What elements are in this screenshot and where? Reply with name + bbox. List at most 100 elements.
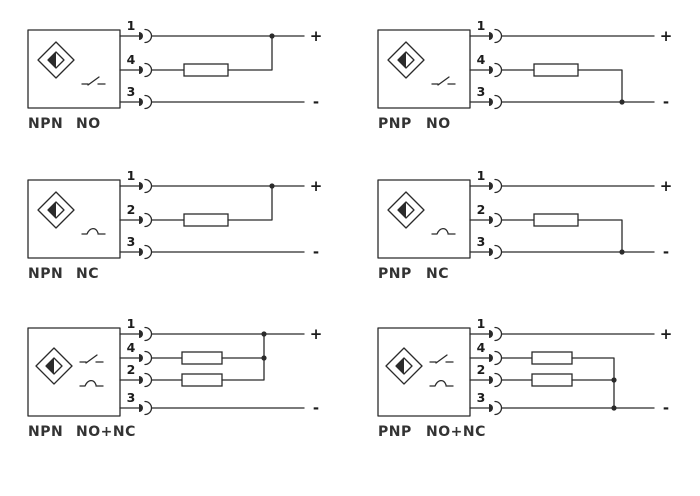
- plus-label: +: [660, 325, 673, 343]
- no-contact-icon: [79, 354, 104, 364]
- load-resistor: [533, 213, 579, 227]
- terminal-number: 2: [477, 362, 486, 377]
- diagram-mode-label: NO+NC: [426, 424, 486, 440]
- npn-nonc-schematic: 1 4 2 3 + - NPN NO+NC: [27, 316, 323, 440]
- proximity-sensor-icon: [387, 191, 425, 229]
- junction-dot: [261, 331, 267, 337]
- minus-label: -: [663, 243, 669, 261]
- proximity-sensor-icon: [35, 347, 73, 385]
- no-contact-icon: [429, 354, 454, 364]
- proximity-sensor-icon: [385, 347, 423, 385]
- plug-connector-icon: [139, 212, 153, 228]
- plus-label: +: [310, 27, 323, 45]
- no-contact-icon: [431, 76, 456, 86]
- plus-label: +: [310, 177, 323, 195]
- wiring-diagram-pnp-nc: 1 2 3 + - PNP NC: [364, 166, 694, 306]
- proximity-sensor-icon: [37, 191, 75, 229]
- plug-connector-icon: [489, 178, 503, 194]
- wiring-diagram-npn-nc: 1 2 3 + - NPN NC: [14, 166, 344, 306]
- sensor-box: [377, 327, 471, 417]
- nc-contact-icon: [431, 227, 456, 235]
- load-resistor: [531, 351, 573, 365]
- plug-connector-icon: [489, 212, 503, 228]
- terminal-number: 2: [477, 202, 486, 217]
- terminal-number: 3: [477, 390, 486, 405]
- plug-connector-icon: [489, 326, 503, 342]
- plug-connector-icon: [139, 178, 153, 194]
- junction-dot: [269, 183, 275, 189]
- plug-connector-icon: [489, 94, 503, 110]
- wiring-diagram-sheet: 1 4 3 + - NPN NO: [14, 16, 694, 464]
- wire-load-to-minus: [577, 69, 623, 103]
- wire-loads-to-minus: [571, 357, 615, 409]
- diagram-type-label: PNP: [378, 266, 412, 282]
- diagram-type-label: PNP: [378, 424, 412, 440]
- sensor-box: [27, 327, 121, 417]
- diagram-type-label: NPN: [28, 424, 63, 440]
- load-resistor: [181, 373, 223, 387]
- plug-connector-icon: [489, 400, 503, 416]
- terminal-number: 3: [477, 84, 486, 99]
- plug-connector-icon: [139, 326, 153, 342]
- plug-connector-icon: [139, 350, 153, 366]
- terminal-number: 4: [127, 52, 136, 67]
- plug-connector-icon: [489, 244, 503, 260]
- sensor-box: [27, 179, 121, 259]
- load-resistor: [531, 373, 573, 387]
- minus-label: -: [313, 243, 319, 261]
- terminal-number: 4: [477, 340, 486, 355]
- npn-no-schematic: 1 4 3 + - NPN NO: [27, 18, 323, 132]
- plug-connector-icon: [139, 372, 153, 388]
- junction-dot: [611, 377, 617, 383]
- plug-connector-icon: [489, 372, 503, 388]
- junction-dot: [261, 355, 267, 361]
- plug-connector-icon: [489, 28, 503, 44]
- plug-connector-icon: [139, 244, 153, 260]
- terminal-number: 1: [127, 18, 136, 33]
- npn-nc-schematic: 1 2 3 + - NPN NC: [27, 168, 323, 282]
- wire-load-to-plus: [227, 185, 273, 221]
- diagram-type-label: PNP: [378, 116, 412, 132]
- terminal-number: 4: [477, 52, 486, 67]
- plug-connector-icon: [139, 400, 153, 416]
- pnp-no-schematic: 1 4 3 + - PNP NO: [377, 18, 673, 132]
- sensor-box: [377, 29, 471, 109]
- no-contact-icon: [81, 76, 106, 86]
- diagram-mode-label: NC: [76, 266, 99, 282]
- diagram-type-label: NPN: [28, 266, 63, 282]
- terminal-number: 3: [127, 390, 136, 405]
- diagram-mode-label: NO: [426, 116, 451, 132]
- plug-connector-icon: [489, 62, 503, 78]
- sensor-box: [27, 29, 121, 109]
- wiring-diagram-npn-nonc: 1 4 2 3 + - NPN NO+NC: [14, 316, 344, 464]
- diagram-mode-label: NO: [76, 116, 101, 132]
- plug-connector-icon: [139, 62, 153, 78]
- pnp-nonc-schematic: 1 4 2 3 + - PNP NO+NC: [377, 316, 673, 440]
- proximity-sensor-icon: [37, 41, 75, 79]
- minus-label: -: [313, 399, 319, 417]
- wire-loads-to-plus: [221, 333, 265, 381]
- nc-contact-icon: [81, 227, 106, 235]
- plus-label: +: [660, 177, 673, 195]
- plug-connector-icon: [139, 94, 153, 110]
- diagram-mode-label: NO+NC: [76, 424, 136, 440]
- wire-load-to-plus: [227, 35, 273, 71]
- terminal-number: 1: [477, 18, 486, 33]
- terminal-number: 2: [127, 202, 136, 217]
- nc-contact-icon: [429, 379, 454, 387]
- wiring-diagram-pnp-nonc: 1 4 2 3 + - PNP NO+NC: [364, 316, 694, 464]
- plus-label: +: [660, 27, 673, 45]
- terminal-number: 3: [127, 234, 136, 249]
- pnp-nc-schematic: 1 2 3 + - PNP NC: [377, 168, 673, 282]
- terminal-number: 1: [127, 316, 136, 331]
- load-resistor: [183, 63, 229, 77]
- plug-connector-icon: [139, 28, 153, 44]
- nc-contact-icon: [79, 379, 104, 387]
- terminal-number: 3: [477, 234, 486, 249]
- terminal-number: 3: [127, 84, 136, 99]
- plus-label: +: [310, 325, 323, 343]
- wiring-diagram-npn-no: 1 4 3 + - NPN NO: [14, 16, 344, 156]
- terminal-number: 4: [127, 340, 136, 355]
- minus-label: -: [663, 399, 669, 417]
- wiring-diagram-pnp-no: 1 4 3 + - PNP NO: [364, 16, 694, 156]
